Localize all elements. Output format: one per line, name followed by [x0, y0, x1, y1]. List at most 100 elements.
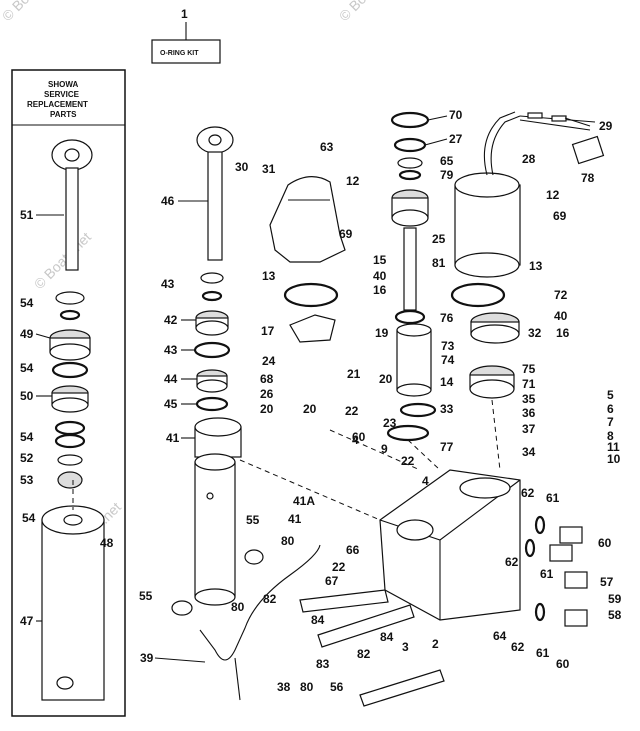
watermark: © Boats.net	[336, 0, 399, 24]
callout-5: 5	[607, 388, 614, 402]
callout-61: 61	[536, 646, 550, 660]
callout-1: 1	[181, 7, 188, 21]
o-ring-kit-box: 1 O-RING KIT	[151, 7, 221, 64]
callout-40: 40	[554, 309, 568, 323]
callout-22: 22	[332, 560, 346, 574]
plate-17	[289, 314, 336, 343]
fittings	[524, 515, 588, 627]
callout-71: 71	[522, 377, 536, 391]
callout-32: 32	[528, 326, 542, 340]
callout-54: 54	[20, 296, 34, 310]
callout-61: 61	[546, 491, 560, 505]
callout-24: 24	[262, 354, 276, 368]
callout-30: 30	[235, 160, 249, 174]
callout-34: 34	[522, 445, 536, 459]
callout-75: 75	[522, 362, 536, 376]
watermark: © Boats.net	[31, 229, 94, 292]
showa-parts-frame: SHOWA SERVICE REPLACEMENT PARTS	[11, 69, 126, 717]
callout-27: 27	[449, 132, 463, 146]
callout-53: 53	[20, 473, 34, 487]
manifold-body-2	[379, 469, 521, 621]
part-55b	[244, 549, 264, 565]
showa-line-1: SHOWA	[48, 80, 78, 89]
showa-cylinder	[41, 480, 105, 701]
callout-2: 2	[432, 637, 439, 651]
callout-45: 45	[164, 397, 178, 411]
callout-25: 25	[432, 232, 446, 246]
callout-7: 7	[607, 415, 614, 429]
callout-65: 65	[440, 154, 454, 168]
tilt-pins	[299, 589, 445, 707]
callout-15: 15	[373, 253, 387, 267]
housing-cover-63	[269, 176, 346, 263]
callout-60: 60	[598, 536, 612, 550]
callout-52: 52	[20, 451, 34, 465]
callout-72: 72	[554, 288, 568, 302]
callout-58: 58	[608, 608, 622, 622]
callout-16: 16	[373, 283, 387, 297]
callout-29: 29	[599, 119, 613, 133]
callout-6: 6	[607, 402, 614, 416]
callout-84: 84	[380, 630, 394, 644]
callout-41: 41	[288, 512, 302, 526]
callout-31: 31	[262, 162, 276, 176]
callout-20: 20	[260, 402, 274, 416]
wiring-leads-29	[519, 112, 596, 131]
callout-61: 61	[540, 567, 554, 581]
explode-line	[329, 429, 421, 471]
callout-50: 50	[20, 389, 34, 403]
callout-14: 14	[440, 375, 454, 389]
callout-82: 82	[263, 592, 277, 606]
callout-49: 49	[20, 327, 34, 341]
callout-80: 80	[231, 600, 245, 614]
rod-seals	[193, 272, 231, 412]
callout-55: 55	[139, 589, 153, 603]
explode-line	[407, 439, 441, 471]
callout-11: 11	[607, 440, 620, 454]
pipe-39	[199, 544, 321, 661]
showa-trim-rod	[51, 139, 93, 271]
callout-8: 8	[607, 429, 614, 443]
callout-37: 37	[522, 422, 536, 436]
explode-line	[239, 459, 381, 521]
callout-69: 69	[553, 209, 567, 223]
callout-23: 23	[383, 416, 397, 430]
callout-20: 20	[379, 372, 393, 386]
callout-38: 38	[277, 680, 291, 694]
showa-line-4: PARTS	[50, 110, 77, 119]
callout-13: 13	[262, 269, 276, 283]
callout-67: 67	[325, 574, 339, 588]
callout-62: 62	[521, 486, 535, 500]
callout-46: 46	[161, 194, 175, 208]
callout-36: 36	[522, 406, 536, 420]
callout-21: 21	[347, 367, 361, 381]
callout-44: 44	[164, 372, 178, 386]
callout-4: 4	[422, 474, 429, 488]
callout-39: 39	[140, 651, 154, 665]
callout-74: 74	[441, 353, 455, 367]
callout-70: 70	[449, 108, 463, 122]
callout-84: 84	[311, 613, 325, 627]
callout-33: 33	[440, 402, 454, 416]
callout-41a: 41A	[293, 494, 315, 508]
callout-62: 62	[505, 555, 519, 569]
callout-66: 66	[346, 543, 360, 557]
callout-10: 10	[607, 452, 621, 466]
callout-20: 20	[303, 402, 317, 416]
connector-78	[571, 135, 605, 165]
callout-77: 77	[440, 440, 454, 454]
callout-64: 64	[493, 629, 507, 643]
callout-16: 16	[556, 326, 570, 340]
callout-62: 62	[511, 640, 525, 654]
callout-80: 80	[281, 534, 295, 548]
callout-28: 28	[522, 152, 536, 166]
callout-26: 26	[260, 387, 274, 401]
watermark: © Boats.net	[0, 0, 62, 24]
explode-line	[491, 399, 501, 471]
callout-54: 54	[20, 430, 34, 444]
callout-51: 51	[20, 208, 34, 222]
reservoir-parts	[469, 312, 520, 399]
callout-63: 63	[320, 140, 334, 154]
callout-69: 69	[339, 227, 353, 241]
